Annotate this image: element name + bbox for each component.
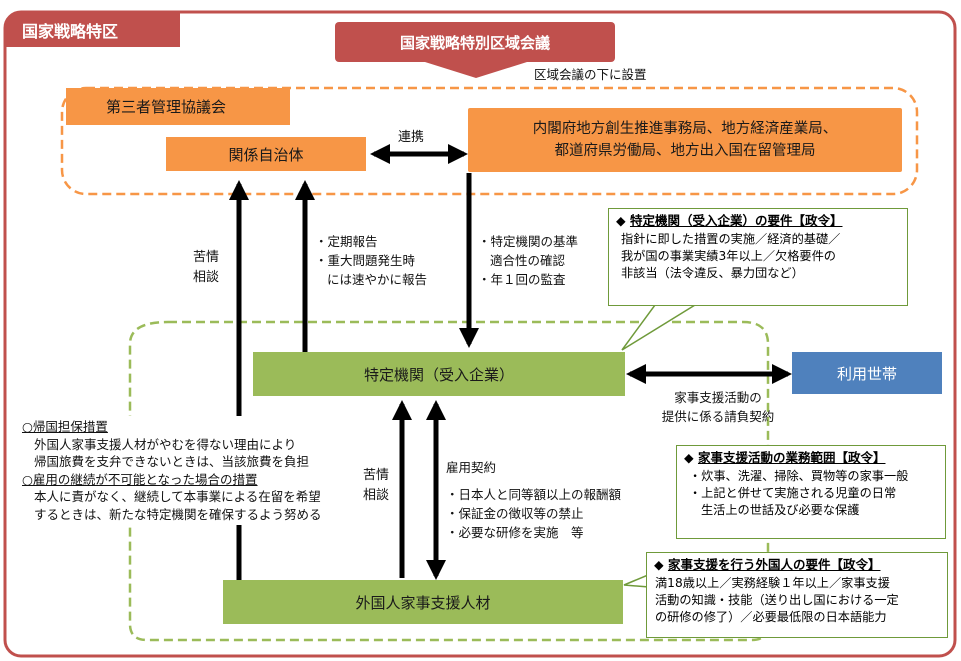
complaint-label-upper-line-1: 苦情 bbox=[193, 250, 220, 265]
council-note: 区域会議の下に設置 bbox=[534, 67, 647, 82]
report-label: ・定期報告 ・重大問題発生時 には速やかに報告 bbox=[315, 232, 427, 289]
return-measures-heading-1: ○帰国担保措置 bbox=[22, 419, 108, 434]
scope-line-2: ・上記と併せて実施される児童の日常 bbox=[689, 486, 897, 500]
return-measures: ○帰国担保措置 外国人家事支援人材がやむを得ない理由により 帰国旅費を支弁できな… bbox=[22, 416, 354, 525]
agencies-line-1: 内閣府地方創生推進事務局、地方経済産業局、 bbox=[532, 121, 838, 137]
third-party-council-box: 第三者管理協議会 bbox=[66, 88, 290, 125]
scope-title-text: 家事支援活動の業務範囲【政令】 bbox=[697, 450, 886, 465]
worker-requirements-line-3: の研修の修了）／必要最低限の日本語能力 bbox=[655, 610, 887, 624]
council-box: 国家戦略特別区域会議 bbox=[335, 22, 615, 62]
report-label-line-3: には速やかに報告 bbox=[327, 272, 428, 287]
check-label-line-1: ・特定機関の基準 bbox=[478, 234, 579, 249]
complaint-label-upper: 苦情 相談 bbox=[193, 248, 219, 288]
contract-label-line-1: 家事支援活動の bbox=[674, 390, 762, 405]
worker-requirements-title: ◆ 家事支援を行う外国人の要件【政令】 bbox=[647, 553, 947, 575]
household-box: 利用世帯 bbox=[792, 352, 942, 394]
return-measures-line-1: 外国人家事支援人材がやむを得ない理由により bbox=[34, 436, 297, 452]
company-requirements-title-text: 特定機関（受入企業）の要件【政令】 bbox=[629, 213, 843, 228]
household-label: 利用世帯 bbox=[836, 364, 897, 383]
worker-requirements-line-1: 満18歳以上／実務経験１年以上／家事支援 bbox=[655, 576, 890, 590]
company-requirements-line-1: 指針に即した措置の実施／経済的基礎／ bbox=[621, 232, 841, 246]
worker-label: 外国人家事支援人材 bbox=[355, 593, 491, 612]
company-requirements-mark: ◆ bbox=[616, 213, 630, 228]
check-label-line-2: 適合性の確認 bbox=[490, 253, 566, 268]
scope-line-3: 生活上の世話及び必要な保護 bbox=[701, 503, 860, 517]
complaint-label-upper-line-2: 相談 bbox=[193, 270, 220, 285]
partnership-label: 連携 bbox=[398, 130, 425, 145]
company-requirements-pointer bbox=[621, 304, 698, 351]
scope-line-1: ・炊事、洗濯、掃除、買物等の家事一般 bbox=[689, 469, 909, 483]
scope-mark: ◆ bbox=[684, 450, 698, 465]
complaint-label-lower: 苦情 相談 bbox=[363, 466, 389, 506]
council-pointer bbox=[425, 62, 527, 78]
employment-contract-line-3: ・必要な研修を実施 等 bbox=[446, 525, 584, 540]
contract-label-line-2: 提供に係る請負契約 bbox=[661, 409, 775, 424]
return-measures-heading-2: ○雇用の継続が不可能となった場合の措置 bbox=[22, 471, 258, 487]
scope-title: ◆ 家事支援活動の業務範囲【政令】 bbox=[677, 446, 945, 468]
report-label-line-2: ・重大問題発生時 bbox=[315, 253, 416, 268]
local-government-label: 関係自治体 bbox=[228, 145, 304, 164]
complaint-label-lower-line-1: 苦情 bbox=[363, 468, 390, 483]
worker-requirements-line-2: 活動の知識・技能（送り出し国における一定 bbox=[655, 593, 899, 607]
third-party-council-label: 第三者管理協議会 bbox=[106, 98, 227, 116]
return-measures-line-3: 本人に責がなく、継続して本事業による在留を希望 bbox=[34, 489, 321, 504]
worker-box: 外国人家事支援人材 bbox=[223, 580, 623, 624]
local-government-box: 関係自治体 bbox=[166, 137, 366, 171]
specified-org-box: 特定機関（受入企業） bbox=[253, 352, 625, 396]
employment-contract-line-2: ・保証金の徴収等の禁止 bbox=[446, 506, 584, 521]
employment-contract-title: 雇用契約 bbox=[446, 460, 497, 475]
return-measures-line-4: するときは、新たな特定機関を確保するよう努める bbox=[34, 506, 322, 522]
company-requirements-line-2: 我が国の事業実績3年以上／欠格要件の bbox=[621, 249, 836, 263]
contract-label: 家事支援活動の 提供に係る請負契約 bbox=[643, 388, 793, 426]
scope-callout: ◆ 家事支援活動の業務範囲【政令】 ・炊事、洗濯、掃除、買物等の家事一般 ・上記… bbox=[676, 445, 946, 539]
employment-contract: 雇用契約 ・日本人と同等額以上の報酬額 ・保証金の徴収等の禁止 ・必要な研修を実… bbox=[446, 458, 621, 542]
return-measures-line-2: 帰国旅費を支弁できないときは、当該旅費を負担 bbox=[34, 454, 310, 469]
specified-org-label: 特定機関（受入企業） bbox=[363, 365, 514, 384]
worker-requirements-mark: ◆ bbox=[654, 557, 668, 572]
employment-contract-line-1: ・日本人と同等額以上の報酬額 bbox=[446, 487, 622, 502]
company-requirements-callout: ◆ 特定機関（受入企業）の要件【政令】 指針に即した措置の実施／経済的基礎／ 我… bbox=[608, 208, 908, 306]
upper-group-frame bbox=[60, 86, 919, 196]
report-label-line-1: ・定期報告 bbox=[315, 234, 378, 249]
check-label: ・特定機関の基準 適合性の確認 ・年１回の監査 bbox=[478, 232, 578, 289]
check-label-line-3: ・年１回の監査 bbox=[478, 272, 566, 287]
agencies-box: 内閣府地方創生推進事務局、地方経済産業局、 都道府県労働局、地方出入国在留管理局 bbox=[468, 108, 902, 172]
complaint-label-lower-line-2: 相談 bbox=[363, 488, 390, 503]
zone-label: 国家戦略特区 bbox=[6, 13, 180, 47]
worker-requirements-title-text: 家事支援を行う外国人の要件【政令】 bbox=[667, 557, 881, 572]
agencies-line-2: 都道府県労働局、地方出入国在留管理局 bbox=[554, 143, 816, 159]
lower-group-frame bbox=[128, 320, 770, 642]
council-title: 国家戦略特別区域会議 bbox=[399, 33, 550, 52]
special-zone-frame bbox=[3, 10, 957, 658]
company-requirements-title: ◆ 特定機関（受入企業）の要件【政令】 bbox=[609, 209, 907, 231]
company-requirements-line-3: 非該当（法令違反、暴力団など） bbox=[621, 266, 804, 280]
worker-requirements-callout: ◆ 家事支援を行う外国人の要件【政令】 満18歳以上／実務経験１年以上／家事支援… bbox=[646, 552, 948, 638]
